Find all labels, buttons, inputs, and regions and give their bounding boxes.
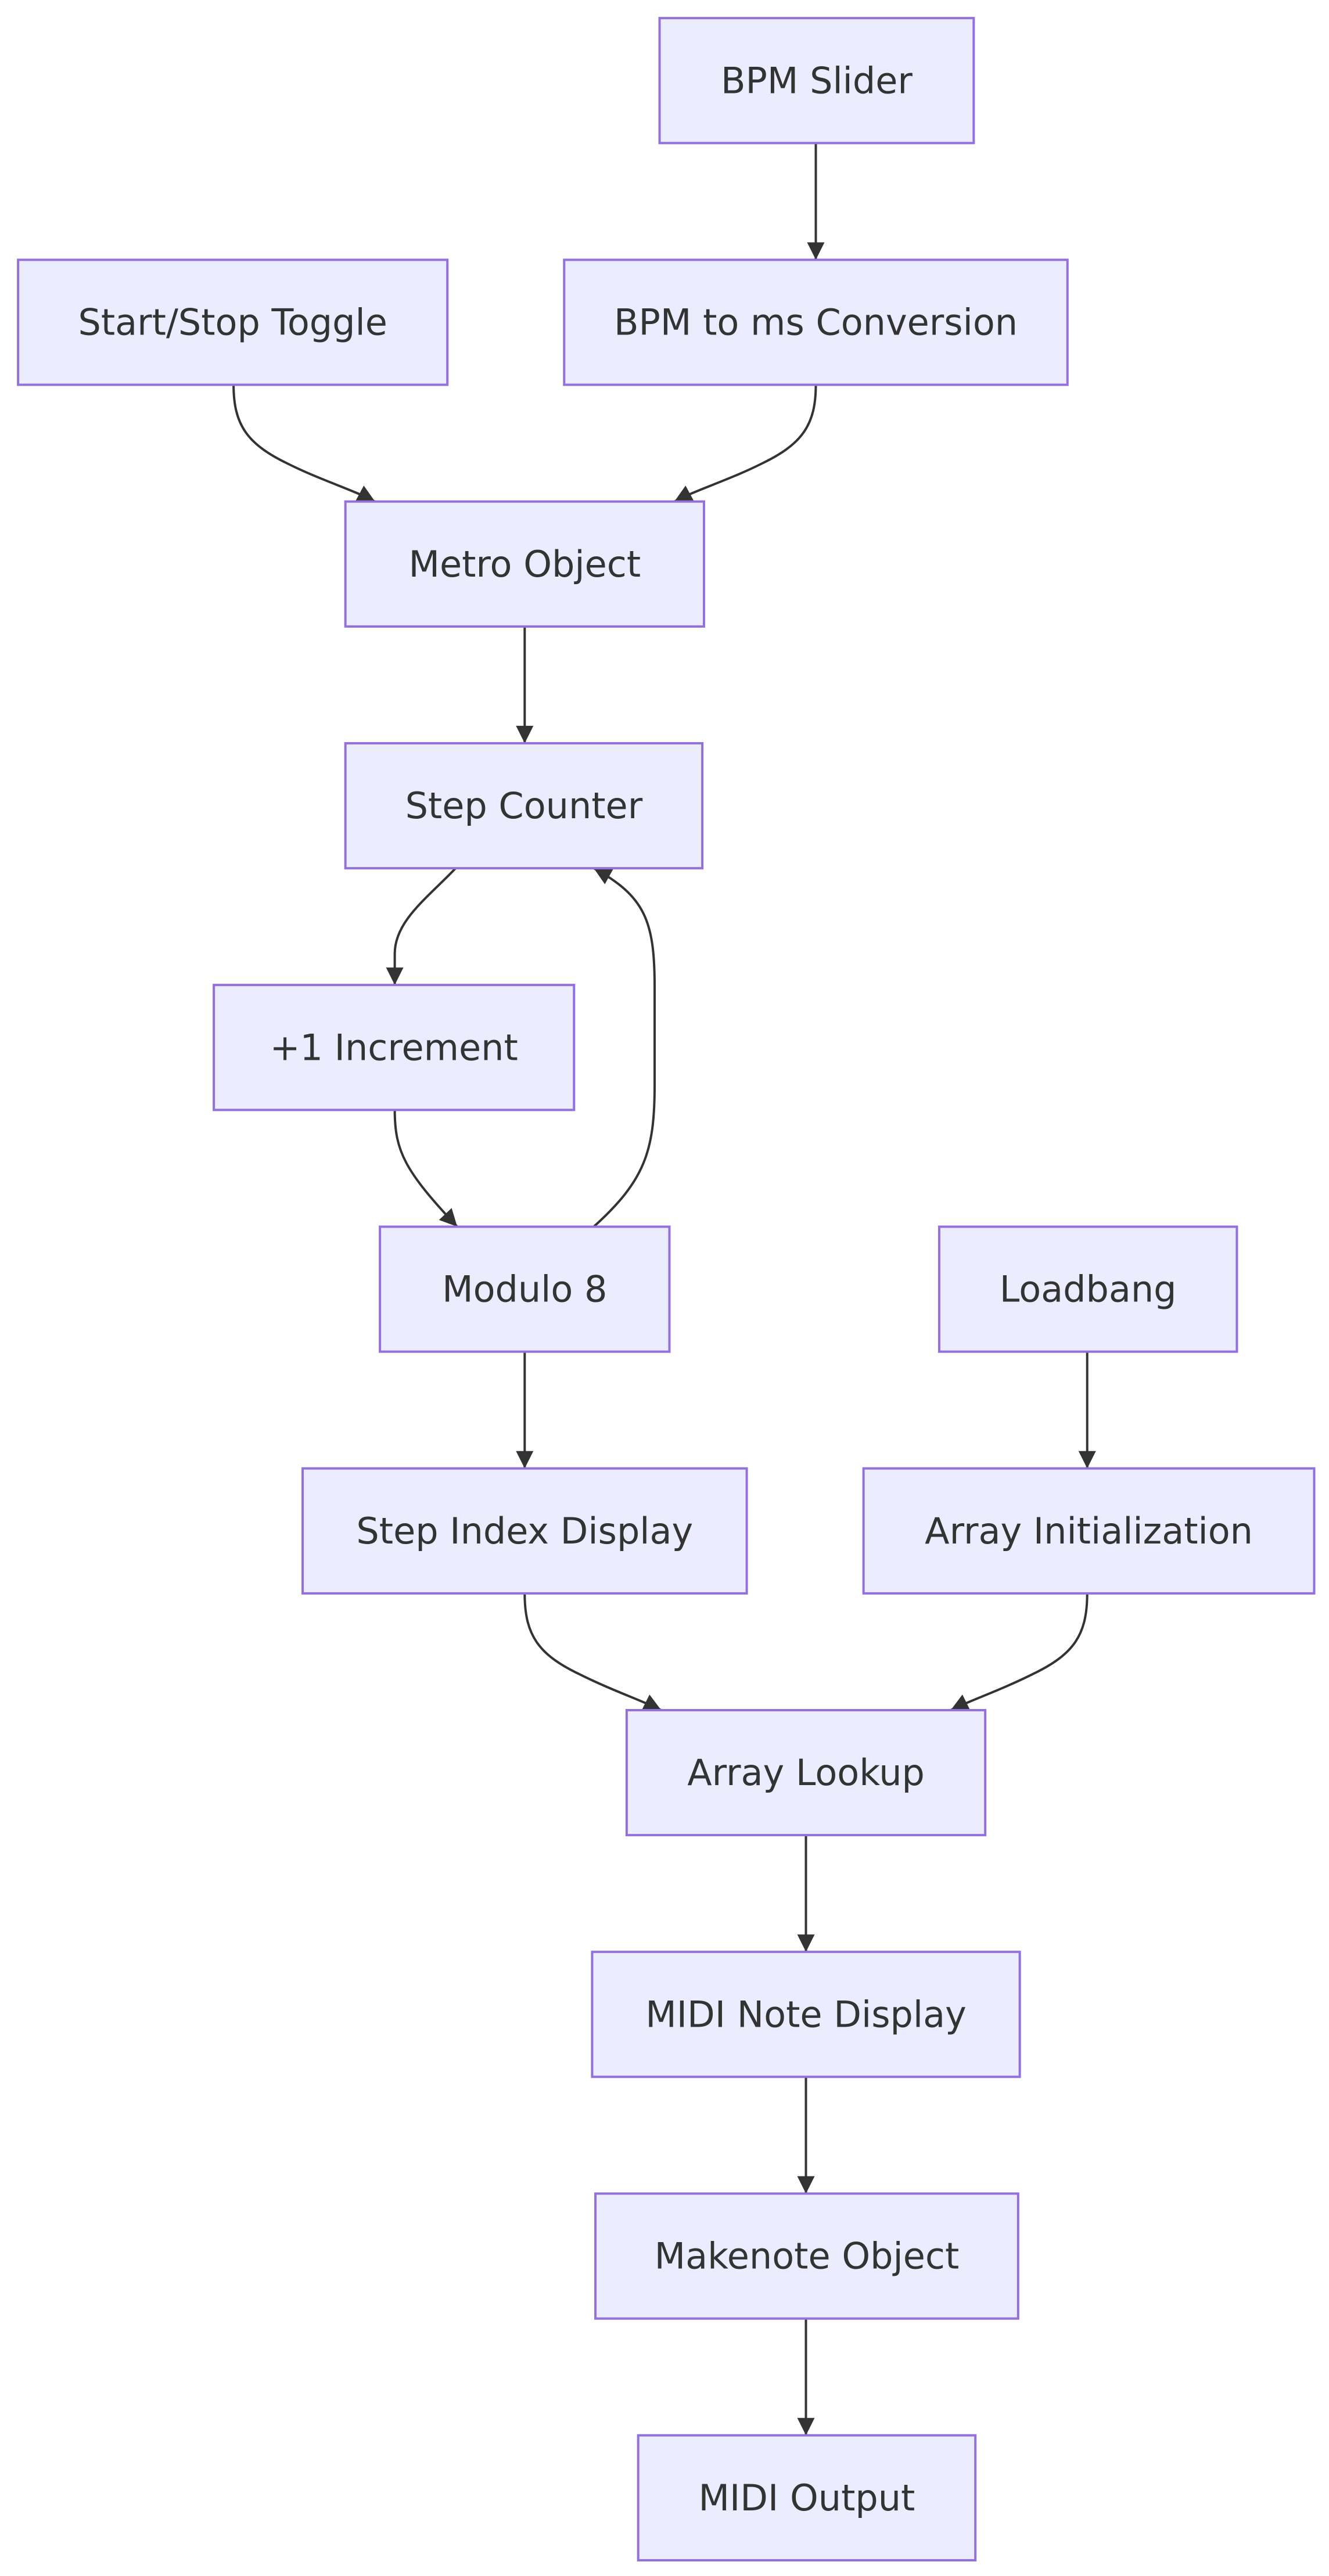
node-bpm-slider: BPM Slider — [658, 17, 975, 145]
node-box — [17, 258, 449, 386]
arrowhead-icon — [807, 242, 825, 260]
node-increment: +1 Increment — [213, 984, 576, 1111]
edge-line — [393, 1110, 458, 1228]
arrowhead-icon — [355, 485, 375, 502]
node-label: Start/Stop Toggle — [78, 301, 387, 344]
node-midi-output: MIDI Output — [637, 2434, 977, 2561]
node-midi-note: MIDI Note Display — [591, 1951, 1021, 2078]
arrowhead-icon — [641, 1694, 662, 1710]
arrowhead-icon — [594, 868, 613, 884]
node-box — [594, 2192, 1019, 2320]
node-box — [658, 17, 975, 145]
arrowhead-icon — [797, 2417, 815, 2435]
node-box — [563, 258, 1069, 386]
arrowhead-icon — [516, 1451, 534, 1469]
node-box — [301, 1467, 748, 1595]
node-box — [862, 1467, 1316, 1595]
edge-modulo-to-step_counter — [592, 867, 656, 1228]
edge-line — [232, 384, 376, 503]
node-bpm-to-ms: BPM to ms Conversion — [563, 258, 1069, 386]
edge-line — [674, 384, 817, 503]
edge-metro-to-step_counter — [516, 626, 534, 743]
node-label: Array Initialization — [925, 1510, 1253, 1552]
node-label: MIDI Note Display — [645, 1993, 967, 2035]
node-box — [625, 1708, 987, 1837]
node-label: MIDI Output — [698, 2477, 915, 2519]
edges-layer — [232, 143, 1096, 2435]
edge-step_index-to-array_lookup — [523, 1593, 662, 1711]
arrowhead-icon — [516, 725, 534, 743]
node-label: Loadbang — [1000, 1268, 1177, 1311]
node-modulo: Modulo 8 — [379, 1225, 671, 1353]
node-makenote: Makenote Object — [594, 2192, 1019, 2320]
arrowhead-icon — [950, 1694, 971, 1710]
edge-line — [950, 1593, 1089, 1711]
edge-step_counter-to-increment — [386, 867, 457, 985]
node-label: Makenote Object — [655, 2235, 960, 2278]
node-step-index: Step Index Display — [301, 1467, 748, 1595]
arrowhead-icon — [674, 485, 694, 502]
node-label: Step Counter — [405, 785, 643, 827]
arrowhead-icon — [439, 1208, 458, 1227]
edge-line — [523, 1593, 662, 1711]
node-label: Metro Object — [408, 543, 641, 585]
edge-array_init-to-array_lookup — [950, 1593, 1089, 1711]
node-loadbang: Loadbang — [938, 1225, 1238, 1353]
arrowhead-icon — [797, 2176, 815, 2194]
edge-line — [393, 867, 457, 985]
node-label: Step Index Display — [356, 1510, 693, 1552]
edge-loadbang-to-array_init — [1078, 1351, 1096, 1469]
node-start-stop: Start/Stop Toggle — [17, 258, 449, 386]
node-box — [591, 1951, 1021, 2078]
edge-makenote-to-midi_output — [797, 2318, 815, 2435]
edge-increment-to-modulo — [393, 1110, 458, 1228]
node-metro: Metro Object — [344, 500, 705, 628]
edge-midi_note-to-makenote — [797, 2077, 815, 2194]
edge-bpm_to_ms-to-metro — [674, 384, 817, 503]
node-label: BPM to ms Conversion — [614, 301, 1018, 344]
node-box — [379, 1225, 671, 1353]
node-label: Modulo 8 — [442, 1268, 607, 1311]
edge-modulo-to-step_index — [516, 1351, 534, 1469]
node-label: Array Lookup — [687, 1751, 925, 1794]
arrowhead-icon — [386, 967, 404, 985]
node-step-counter: Step Counter — [344, 742, 704, 870]
edge-line — [592, 867, 656, 1228]
arrowhead-icon — [797, 1934, 815, 1952]
edge-bpm_slider-to-bpm_to_ms — [807, 143, 825, 260]
node-box — [344, 500, 705, 628]
node-array-init: Array Initialization — [862, 1467, 1316, 1595]
edge-start_stop-to-metro — [232, 384, 376, 503]
node-array-lookup: Array Lookup — [625, 1708, 987, 1837]
node-box — [938, 1225, 1238, 1353]
node-box — [637, 2434, 977, 2561]
node-label: BPM Slider — [721, 59, 913, 102]
node-box — [213, 984, 576, 1111]
node-box — [344, 742, 704, 870]
node-label: +1 Increment — [270, 1026, 518, 1068]
arrowhead-icon — [1078, 1451, 1096, 1469]
edge-array_lookup-to-midi_note — [797, 1835, 815, 1952]
